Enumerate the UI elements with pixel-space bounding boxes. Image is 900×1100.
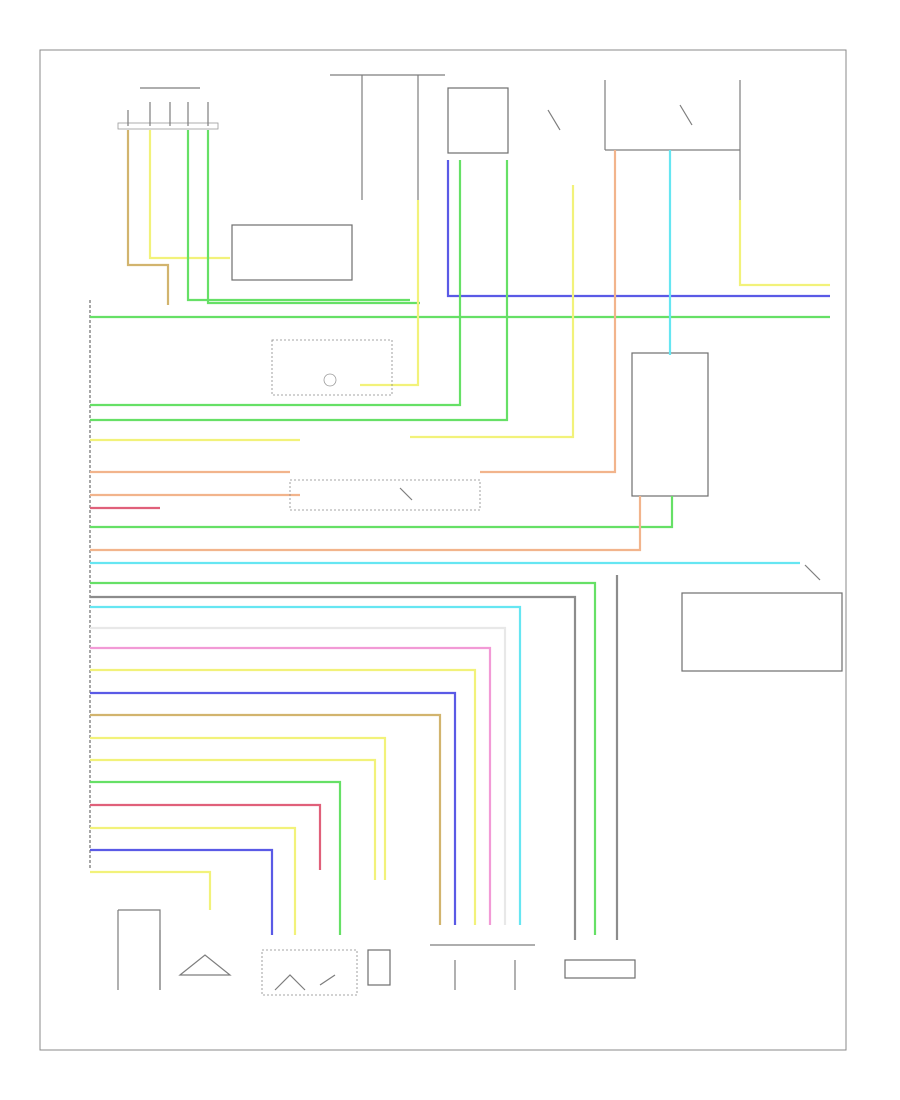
wire-cyan-607: [90, 605, 522, 925]
wire-white-628: [90, 626, 507, 925]
wire-gray-597: [90, 595, 577, 940]
bottom-left-ground: [117, 909, 161, 990]
wire-tan-715: [90, 713, 442, 925]
wire-green-ecm-bottom: [90, 496, 674, 529]
wire-green-1: [186, 130, 410, 302]
wire-yellow-top-2: [410, 185, 575, 439]
wire-yellow-828: [90, 826, 297, 935]
wire-yellow-1: [148, 130, 230, 260]
wire-green-2: [206, 130, 420, 305]
bottom-app-sensor: [430, 944, 535, 990]
wire-pink-648: [90, 646, 492, 925]
bottom-throttle: [261, 949, 358, 996]
diagram-frame: [39, 49, 847, 1051]
wires: [90, 130, 830, 940]
fuse-box-left: [231, 224, 353, 281]
connector-mid: [289, 479, 481, 511]
ecm-right: [631, 352, 709, 497]
wire-green-593: [90, 581, 597, 935]
bottom-actuator: [367, 949, 391, 986]
relay-upper-mid: [447, 87, 509, 154]
wire-red-805: [90, 803, 322, 870]
wire-tan-1: [126, 130, 170, 305]
wire-blue-850: [90, 848, 274, 935]
wire-blue-693: [90, 691, 457, 925]
wire-blue-right: [446, 160, 830, 298]
wire-yellow-738: [90, 736, 387, 880]
wire-yellow-right-1: [738, 200, 830, 287]
wire-orange-long: [90, 496, 642, 552]
wire-yellow-760: [90, 758, 377, 880]
wire-green-relay-2: [90, 160, 509, 422]
bottom-sensor-2: [178, 954, 232, 976]
switch-right: [681, 564, 843, 672]
wire-yellow-872: [90, 870, 212, 910]
wire-yellow-fuse: [360, 200, 420, 387]
wire-green-relay-1: [90, 160, 462, 407]
top-left-switch: [117, 87, 219, 130]
wire-green-782: [90, 780, 342, 935]
wire-orange-top: [480, 150, 617, 474]
wire-yellow-670: [90, 668, 477, 925]
bottom-cruise: [564, 959, 636, 979]
sensor-module-mid: [271, 339, 393, 396]
